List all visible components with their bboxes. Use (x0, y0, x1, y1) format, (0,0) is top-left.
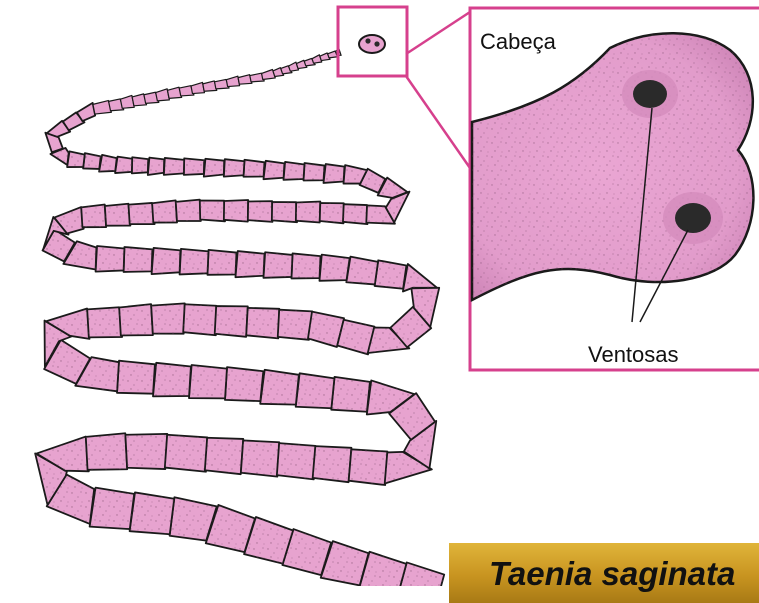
proglottid-texture (152, 200, 177, 222)
proglottid-texture (87, 307, 122, 337)
suckers-label: Ventosas (588, 342, 679, 367)
proglottid-texture (296, 202, 320, 223)
proglottid-texture (403, 264, 437, 291)
proglottid-texture (343, 204, 367, 224)
proglottid-texture (96, 246, 125, 272)
proglottid-texture (152, 248, 181, 274)
proglottid-texture (278, 310, 312, 340)
proglottid-texture (125, 434, 167, 469)
proglottid-texture (323, 164, 344, 183)
proglottid-texture (183, 304, 216, 335)
proglottid-texture (207, 250, 236, 275)
proglottid-texture (151, 303, 185, 333)
proglottid-texture (86, 433, 127, 470)
proglottid-texture (263, 161, 284, 179)
proglottid-texture (205, 438, 243, 474)
proglottid-texture (224, 200, 248, 222)
proglottid-texture (272, 202, 297, 222)
proglottid-texture (349, 449, 388, 485)
proglottid-texture (81, 204, 106, 227)
species-title: Taenia saginata (489, 555, 735, 593)
proglottid-texture (119, 304, 153, 335)
proglottid-texture (164, 158, 184, 175)
proglottid-texture (225, 367, 263, 401)
proglottid-texture (331, 377, 370, 412)
proglottid-texture (224, 159, 245, 176)
proglottid-texture (189, 365, 227, 398)
tapeworm-diagram: Cabeça Ventosas (0, 0, 759, 586)
proglottid-texture (165, 435, 207, 472)
proglottid-texture (248, 201, 273, 222)
magnified-head-inset (470, 8, 759, 370)
proglottid-texture (291, 253, 320, 278)
proglottid-texture (319, 255, 349, 281)
scolex-small (359, 35, 385, 53)
proglottid-texture (277, 443, 316, 479)
proglottid-texture (148, 158, 164, 175)
callout-connector-top (406, 12, 470, 54)
proglottid-texture (215, 306, 248, 337)
proglottid-texture (260, 370, 299, 405)
proglottid-texture (115, 157, 132, 173)
proglottid-texture (246, 308, 279, 339)
proglottid-texture (283, 162, 304, 180)
proglottid-texture (105, 204, 131, 226)
proglottid-texture (235, 251, 264, 277)
proglottid-texture (244, 160, 265, 177)
species-title-bar: Taenia saginata (449, 543, 759, 603)
proglottid-texture (132, 157, 148, 173)
proglottid-texture (90, 488, 135, 529)
proglottid-texture (296, 373, 335, 408)
proglottid-texture (176, 200, 201, 221)
head-label: Cabeça (480, 29, 557, 54)
tapeworm-neck (179, 49, 341, 96)
proglottid-texture (124, 247, 153, 272)
proglottid-texture (313, 446, 352, 482)
proglottid-texture (204, 159, 224, 177)
proglottid-texture (303, 163, 324, 181)
tapeworm-body (35, 87, 444, 586)
proglottid-texture (130, 492, 175, 534)
proglottid-texture (263, 252, 292, 278)
proglottid-texture (180, 249, 209, 275)
proglottid-texture (117, 361, 155, 394)
proglottid-texture (184, 158, 204, 175)
proglottid-texture (128, 203, 154, 224)
proglottid-texture (153, 363, 191, 397)
proglottid-texture (200, 201, 225, 222)
callout-connector-bottom (406, 76, 470, 168)
proglottid-texture (241, 440, 279, 476)
proglottid-texture (320, 203, 344, 223)
